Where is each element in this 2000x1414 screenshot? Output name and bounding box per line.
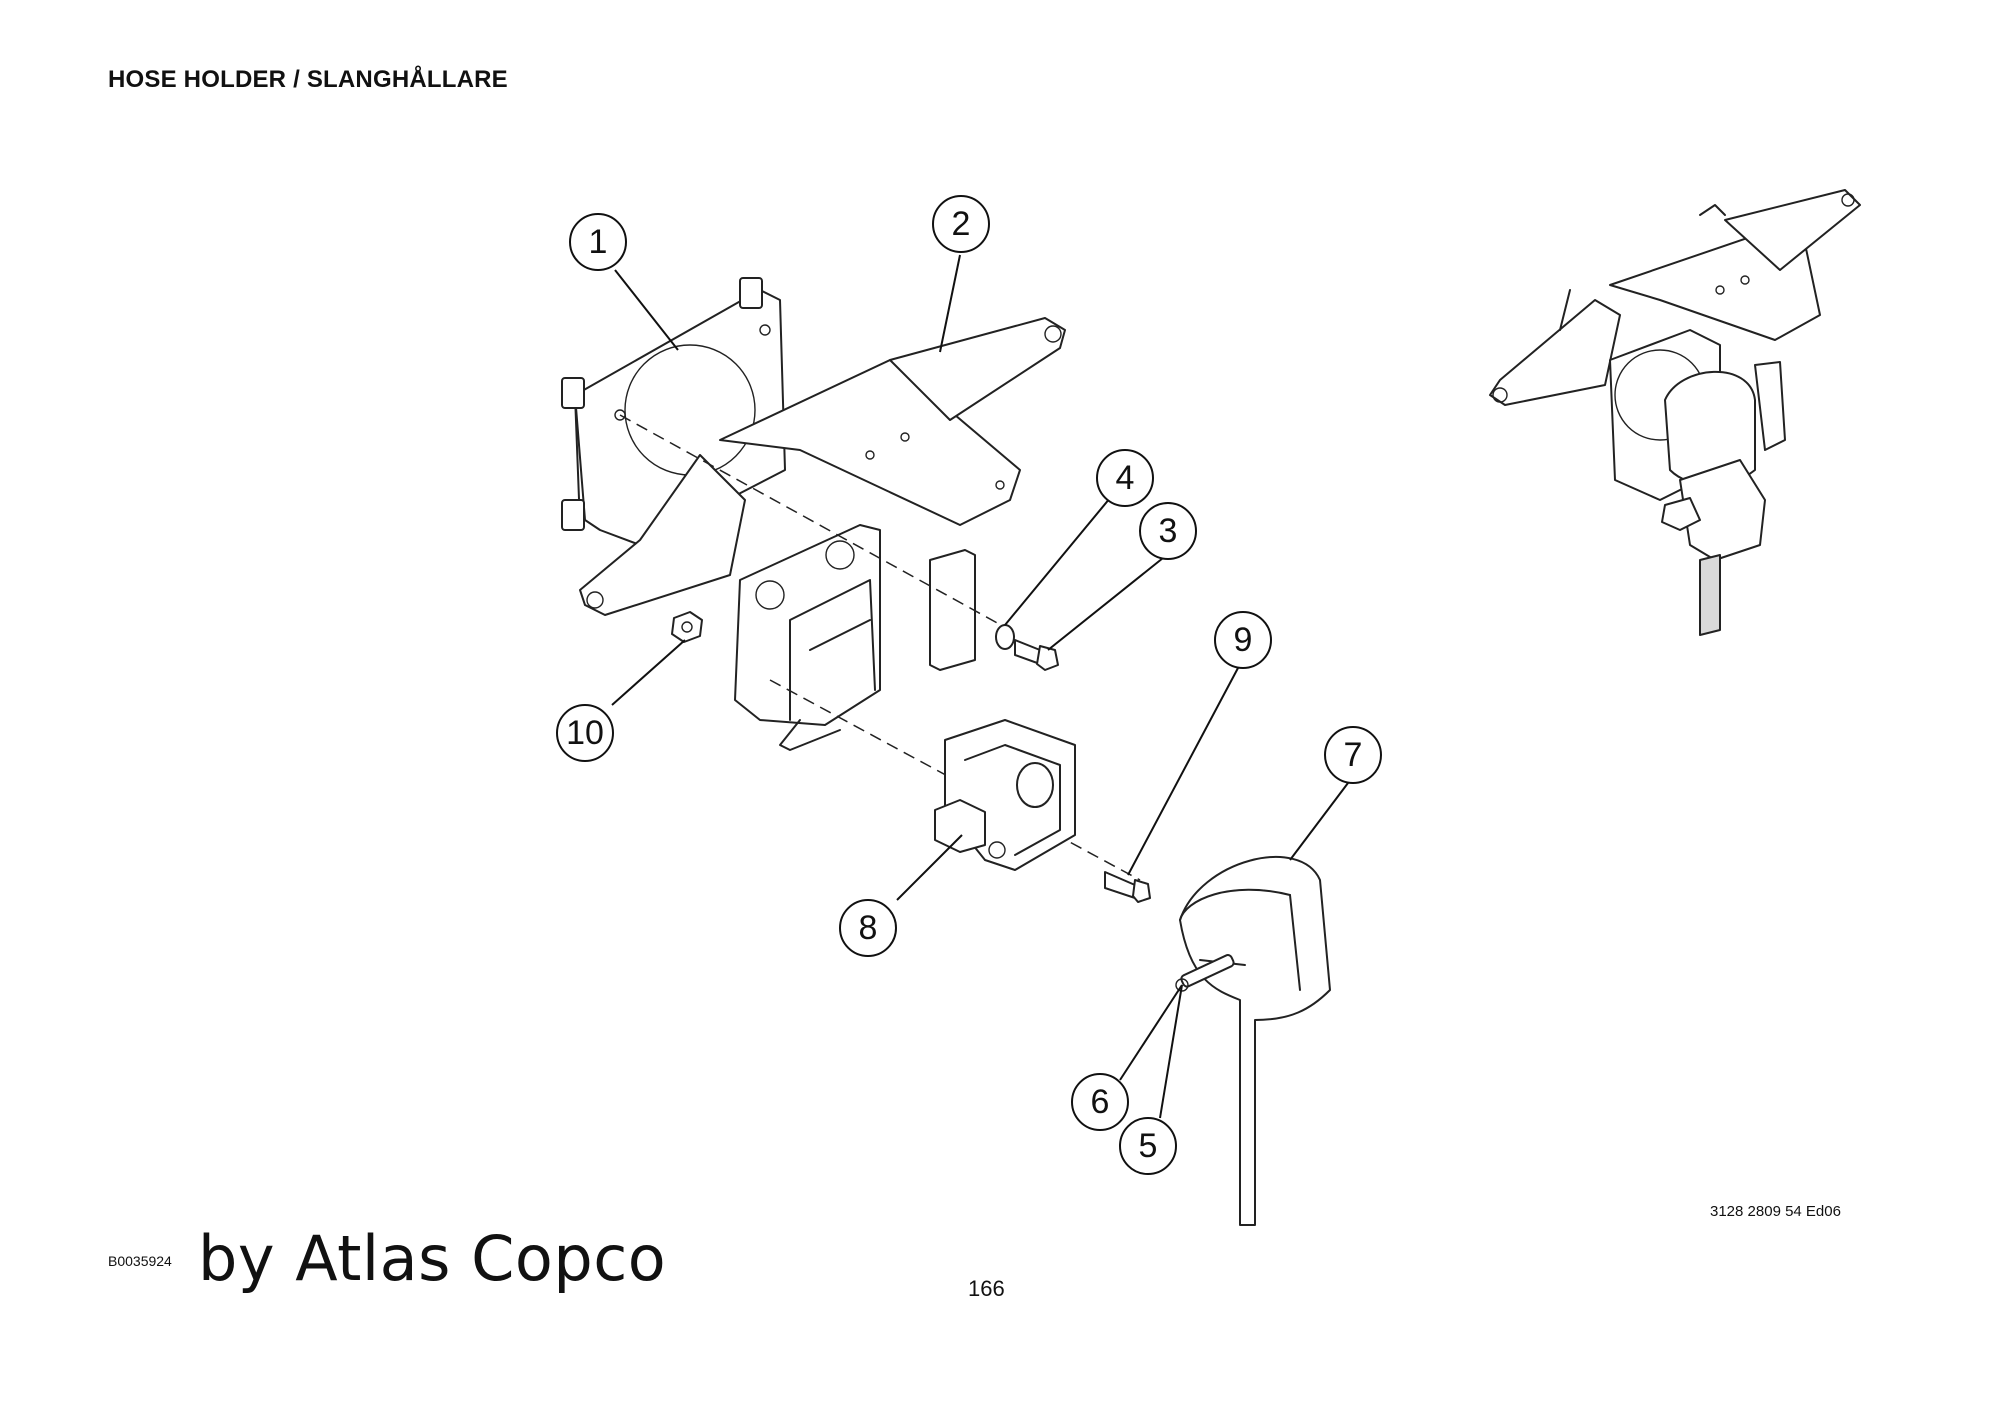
svg-text:10: 10 (566, 714, 604, 752)
part-bolt (1104, 871, 1151, 903)
assembled-view (1489, 189, 1861, 636)
svg-text:3: 3 (1159, 512, 1178, 550)
part-nut (671, 611, 703, 643)
callout-2: 2 (932, 195, 990, 253)
svg-text:1: 1 (589, 223, 608, 261)
callout-9: 9 (1214, 611, 1272, 669)
brand-watermark: by Atlas Copco (198, 1222, 667, 1295)
callout-8: 8 (839, 899, 897, 957)
page-title: HOSE HOLDER / SLANGHÅLLARE (108, 66, 508, 93)
part-clamp-block (934, 719, 1076, 871)
svg-text:8: 8 (859, 909, 878, 947)
callout-1: 1 (569, 213, 627, 271)
part-washer-bolt (995, 624, 1059, 671)
svg-text:2: 2 (952, 205, 971, 243)
svg-text:7: 7 (1344, 736, 1363, 774)
svg-text:5: 5 (1139, 1127, 1158, 1165)
callout-10: 10 (556, 704, 614, 762)
callout-5: 5 (1119, 1117, 1177, 1175)
page-number: 166 (968, 1276, 1005, 1301)
svg-text:4: 4 (1116, 459, 1135, 497)
figure-id: B0035924 (108, 1253, 172, 1269)
callout-6: 6 (1071, 1073, 1129, 1131)
svg-text:6: 6 (1091, 1083, 1110, 1121)
part-main-bracket (579, 317, 1066, 751)
document-number: 3128 2809 54 Ed06 (1710, 1203, 1841, 1220)
svg-text:9: 9 (1234, 621, 1253, 659)
part-side-plate (561, 277, 786, 546)
callout-7: 7 (1324, 726, 1382, 784)
part-strap (1175, 856, 1331, 1226)
callout-leaders (611, 254, 1349, 1119)
callout-4: 4 (1096, 449, 1154, 507)
callout-3: 3 (1139, 502, 1197, 560)
